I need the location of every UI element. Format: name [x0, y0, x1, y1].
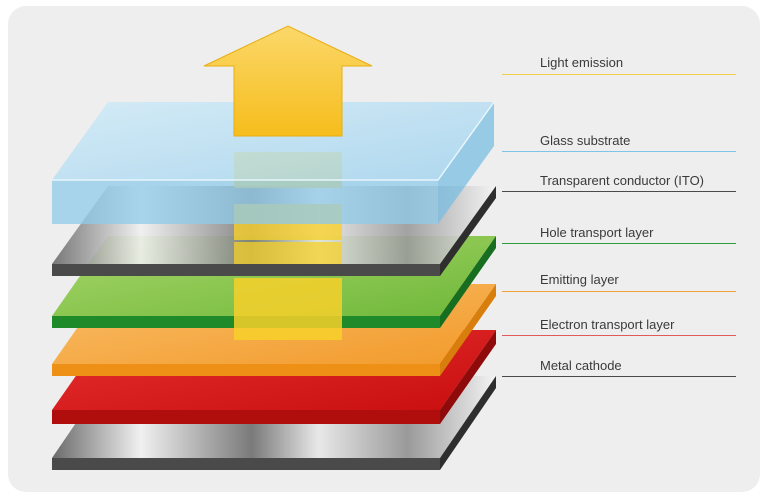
- line-electron-transport-layer: [502, 335, 736, 336]
- line-hole-transport-layer: [502, 243, 736, 244]
- label-transparent-conductor: Transparent conductor (ITO): [540, 173, 705, 188]
- line-emitting-layer: [502, 291, 736, 292]
- line-light-emission: [502, 74, 736, 75]
- label-metal-cathode: Metal cathode: [540, 358, 622, 373]
- line-glass-substrate: [502, 151, 736, 152]
- light-emission-arrow: [203, 25, 373, 137]
- line-metal-cathode: [502, 376, 736, 377]
- label-light-emission: Light emission: [540, 55, 624, 70]
- label-electron-transport-layer: Electron transport layer: [540, 317, 675, 332]
- label-emitting-layer: Emitting layer: [540, 272, 619, 287]
- glass-substrate-layer-shape: [52, 101, 495, 224]
- label-glass-substrate: Glass substrate: [540, 133, 631, 148]
- line-transparent-conductor: [502, 191, 736, 192]
- label-hole-transport-layer: Hole transport layer: [540, 225, 654, 240]
